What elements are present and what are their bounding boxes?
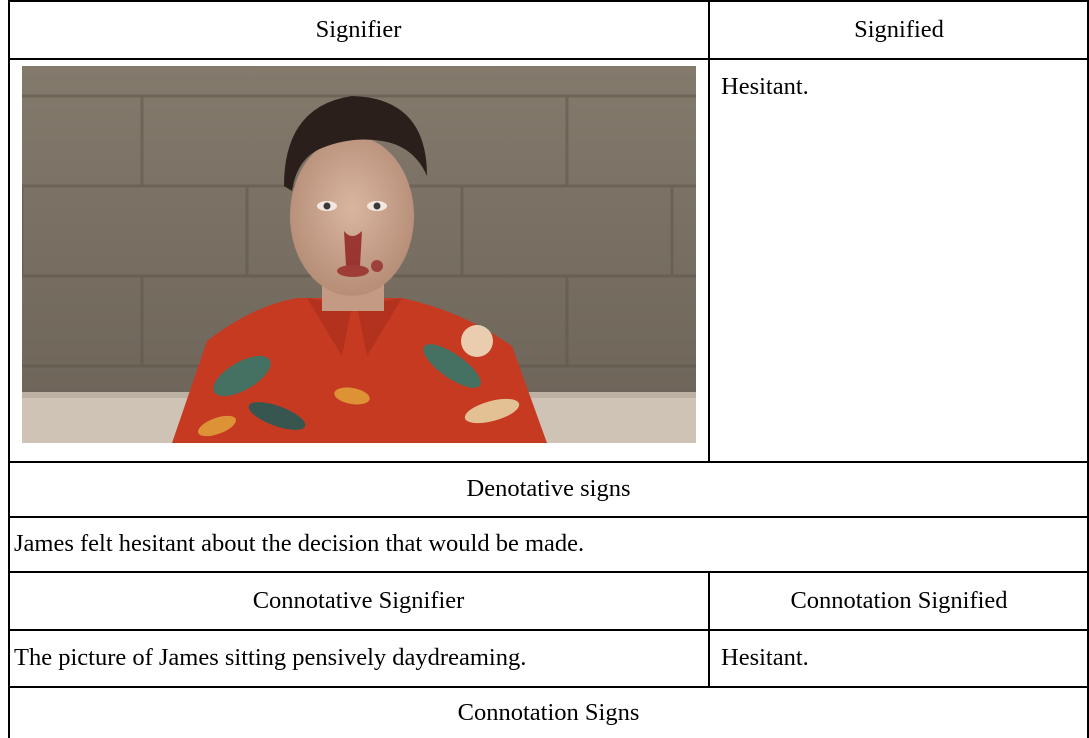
table-column-divider (708, 571, 710, 687)
table-rule (8, 629, 1089, 631)
signified-value: Hesitant. (721, 73, 809, 100)
connotative-signifier-heading: Connotative Signifier (252, 586, 465, 614)
table-border-right (1087, 0, 1089, 738)
connotative-signifier-text: The picture of James sitting pensively d… (14, 644, 527, 672)
connotation-signified-text: Hesitant. (721, 644, 809, 672)
semiotic-table: Signifier Signified (8, 0, 1089, 738)
table-column-divider (708, 0, 710, 462)
table-rule (8, 461, 1089, 463)
table-rule (8, 571, 1089, 573)
table-border-top (8, 0, 1089, 2)
header-signifier: Signifier (315, 15, 402, 43)
denotative-signs-text: James felt hesitant about the decision t… (14, 530, 585, 558)
signifier-photo (22, 66, 696, 443)
table-rule (8, 686, 1089, 688)
header-signified: Signified (854, 15, 944, 43)
table-rule (8, 516, 1089, 518)
denotative-signs-heading: Denotative signs (466, 475, 631, 503)
table-border-left (8, 0, 10, 738)
table-rule (8, 58, 1089, 60)
connotation-signs-heading: Connotation Signs (457, 698, 640, 726)
connotation-signified-heading: Connotation Signified (790, 586, 1008, 614)
